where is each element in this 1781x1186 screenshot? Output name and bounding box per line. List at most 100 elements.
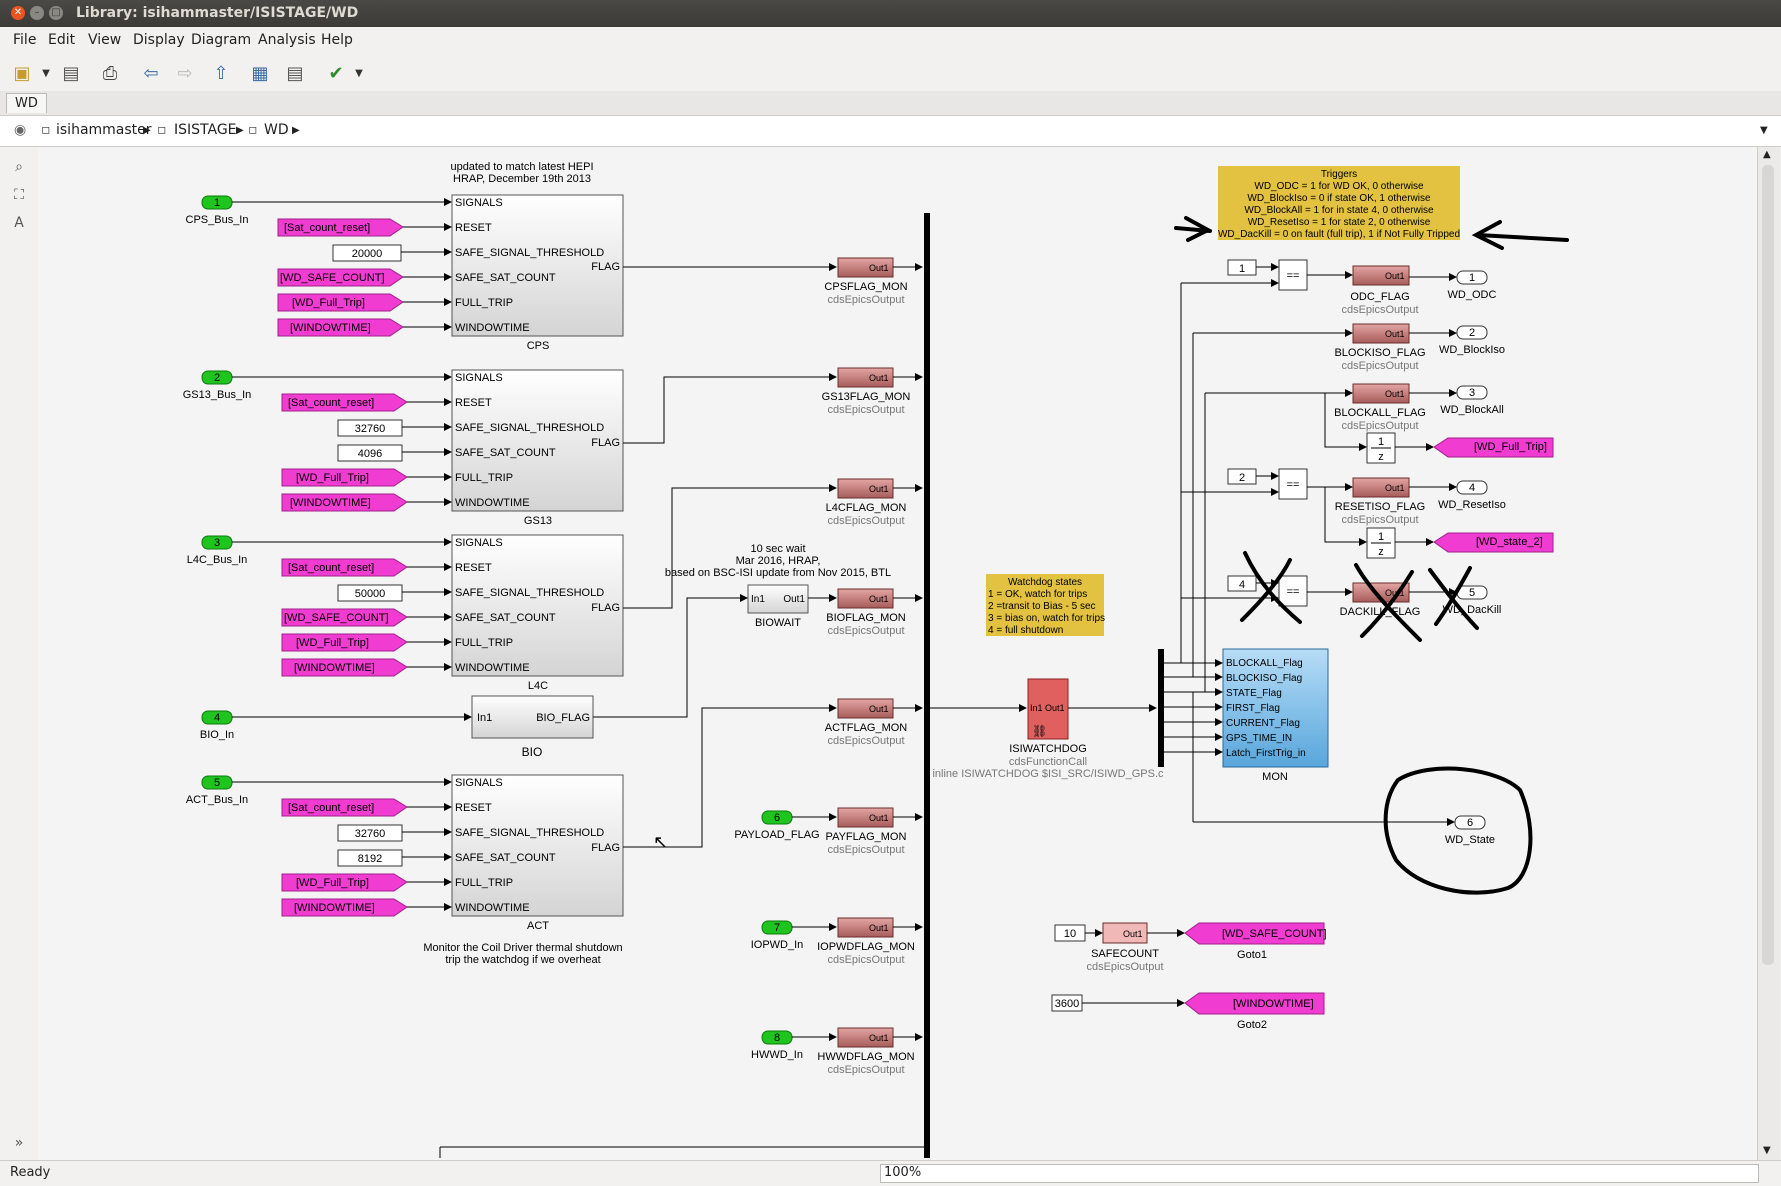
goto-wd-safe-count[interactable] xyxy=(1184,922,1325,945)
note-wait-2: Mar 2016, HRAP, xyxy=(736,555,821,567)
zoom-level: 100% xyxy=(884,1165,922,1180)
goto-wd-full-trip[interactable] xyxy=(1433,437,1554,458)
zoom-icon[interactable]: ⌕ xyxy=(15,159,23,175)
bio-block[interactable] xyxy=(471,695,594,739)
scroll-up-icon[interactable]: ▲ xyxy=(1763,149,1771,160)
print-icon[interactable]: ⎙ xyxy=(102,62,118,84)
menu-diagram[interactable]: Diagram xyxy=(191,32,252,48)
forward-arrow-icon[interactable]: ⇨ xyxy=(177,62,193,84)
biowait-name: BIOWAIT xyxy=(755,617,801,629)
epics-odc-flag[interactable] xyxy=(1352,265,1410,286)
inport-cps-label: CPS_Bus_In xyxy=(186,214,249,226)
expand-palette-icon[interactable]: » xyxy=(14,1135,24,1151)
menu-file[interactable]: File xyxy=(13,32,37,48)
monitor-type: cdsEpicsOutput xyxy=(827,735,904,747)
demux-bar[interactable] xyxy=(1158,649,1164,767)
const-satcount[interactable] xyxy=(337,444,403,462)
vertical-scrollbar[interactable]: ▲ ▼ xyxy=(1757,147,1780,1160)
from-sat-reset[interactable] xyxy=(281,393,408,412)
isiwatchdog-name: ISIWATCHDOG xyxy=(1009,743,1087,755)
outport-wd-resetiso[interactable] xyxy=(1456,480,1488,495)
library-browser-icon[interactable]: ▦ xyxy=(251,62,269,84)
check-icon[interactable]: ✔ xyxy=(328,62,344,84)
breadcrumb-wd[interactable]: WD xyxy=(264,122,289,138)
from-windowtime[interactable] xyxy=(277,318,404,337)
compare-eq-4[interactable] xyxy=(1278,575,1308,607)
const-satcount[interactable] xyxy=(337,849,403,867)
goto-windowtime[interactable] xyxy=(1184,992,1325,1015)
safecount-type: cdsEpicsOutput xyxy=(1086,961,1163,973)
mux-bar[interactable] xyxy=(924,213,930,1158)
menu-edit[interactable]: Edit xyxy=(48,32,76,48)
menu-analysis[interactable]: Analysis xyxy=(258,32,316,48)
outport-wd-odc[interactable] xyxy=(1456,270,1488,285)
new-model-icon[interactable]: ▣ xyxy=(13,62,31,84)
monitor-type: cdsEpicsOutput xyxy=(827,954,904,966)
from-wd-full-trip[interactable] xyxy=(281,873,408,892)
annotation-icon[interactable]: A xyxy=(14,215,24,231)
l4c-block[interactable] xyxy=(451,534,624,677)
act-block[interactable] xyxy=(451,774,624,917)
maximize-window-button[interactable]: □ xyxy=(49,6,63,20)
scroll-down-icon[interactable]: ▼ xyxy=(1763,1145,1771,1156)
gs13-block[interactable] xyxy=(451,369,624,512)
biowait-block[interactable] xyxy=(747,584,809,614)
outport-wd-state[interactable] xyxy=(1454,815,1486,830)
isiwatchdog-inline: inline ISIWATCHDOG $ISI_SRC/ISIWD_GPS.c xyxy=(932,768,1164,780)
const-threshold[interactable] xyxy=(337,824,403,842)
model-explorer-icon[interactable]: ▤ xyxy=(286,62,304,84)
menu-view[interactable]: View xyxy=(88,32,122,48)
const-4-value: 4 xyxy=(1239,579,1245,591)
scrollbar-thumb[interactable] xyxy=(1762,165,1774,965)
back-arrow-icon[interactable]: ⇦ xyxy=(143,62,159,84)
zoom-field[interactable]: 100% xyxy=(880,1164,1759,1183)
cps-group: updated to match latest HEPI HRAP, Decem… xyxy=(186,161,837,352)
address-dropdown-icon[interactable]: ▼ xyxy=(1760,125,1768,136)
close-window-button[interactable]: ✕ xyxy=(11,6,25,20)
menu-help[interactable]: Help xyxy=(321,32,353,48)
compare-eq-1[interactable] xyxy=(1278,259,1308,291)
from-wd-safe-count[interactable] xyxy=(281,608,408,627)
diagram-canvas[interactable]: updated to match latest HEPI HRAP, Decem… xyxy=(38,147,1757,1160)
new-dropdown-icon[interactable]: ▼ xyxy=(42,67,50,79)
goto-wd-state-2-label: [WD_state_2] xyxy=(1476,536,1543,548)
goto-wd-state-2[interactable] xyxy=(1433,532,1554,553)
cps-block[interactable] xyxy=(451,194,624,337)
isiwatchdog-block[interactable] xyxy=(1027,678,1069,740)
check-dropdown-icon[interactable]: ▼ xyxy=(355,67,363,79)
from-windowtime[interactable] xyxy=(281,658,408,677)
outport-wd-blockiso[interactable] xyxy=(1456,325,1488,340)
history-icon[interactable]: ◉ xyxy=(14,122,27,138)
inport-l4c-label: L4C_Bus_In xyxy=(187,554,248,566)
breadcrumb-isihammaster[interactable]: isihammaster xyxy=(56,122,152,138)
save-icon[interactable]: ▤ xyxy=(62,62,80,84)
outport-num: 6 xyxy=(1467,817,1473,829)
fit-view-icon[interactable]: ⛶ xyxy=(14,187,24,203)
monitor-type: cdsEpicsOutput xyxy=(827,625,904,637)
from-sat-reset[interactable] xyxy=(277,218,404,237)
outport-wd-blockall[interactable] xyxy=(1456,385,1488,400)
minimize-window-button[interactable]: – xyxy=(30,6,44,20)
l4c-port-flag: FLAG xyxy=(591,602,620,614)
const-1-value: 1 xyxy=(1239,263,1245,275)
from-wd-safe-count[interactable] xyxy=(277,268,404,287)
mon-block[interactable] xyxy=(1222,648,1329,768)
const-threshold[interactable] xyxy=(332,244,402,262)
from-sat-reset[interactable] xyxy=(281,558,408,577)
from-windowtime[interactable] xyxy=(281,493,408,512)
const-threshold[interactable] xyxy=(337,419,403,437)
compare-eq-2[interactable] xyxy=(1278,468,1308,500)
from-windowtime[interactable] xyxy=(281,898,408,917)
title-bar: ✕ – □ Library: isihammaster/ISISTAGE/WD xyxy=(0,0,1781,27)
isiwatchdog-ports: In1 Out1 xyxy=(1030,703,1065,713)
from-wd-full-trip[interactable] xyxy=(281,468,408,487)
address-bar: ◉ ▫ isihammaster ▶ ▫ ISISTAGE ▶ ▫ WD ▶ ▼ xyxy=(0,116,1781,147)
up-arrow-icon[interactable]: ⇧ xyxy=(213,62,229,84)
from-wd-full-trip[interactable] xyxy=(277,293,404,312)
tab-wd[interactable]: WD xyxy=(6,93,47,113)
from-wd-full-trip[interactable] xyxy=(281,633,408,652)
const-threshold[interactable] xyxy=(337,584,403,602)
breadcrumb-isistage[interactable]: ISISTAGE xyxy=(174,122,237,138)
from-sat-reset[interactable] xyxy=(281,798,408,817)
menu-display[interactable]: Display xyxy=(133,32,185,48)
